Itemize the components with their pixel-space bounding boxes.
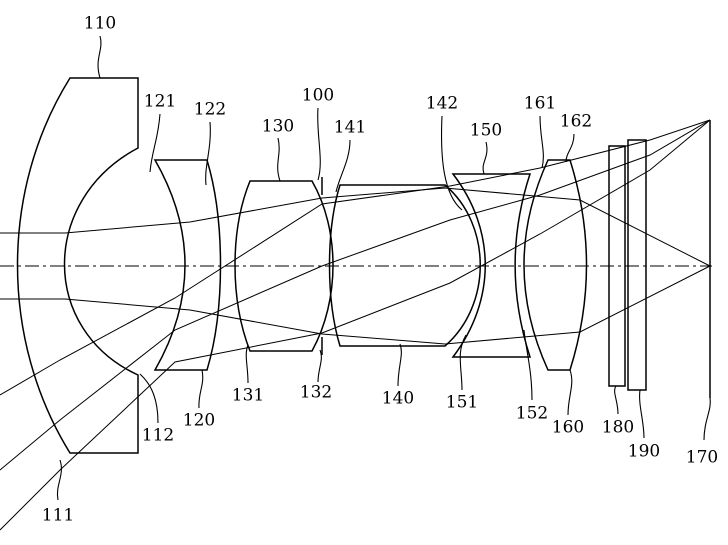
leader-161 bbox=[539, 115, 544, 169]
label-190: 190 bbox=[628, 442, 660, 462]
label-180: 180 bbox=[602, 418, 634, 438]
label-130: 130 bbox=[262, 117, 294, 137]
leader-112 bbox=[139, 373, 159, 424]
leader-132 bbox=[317, 349, 322, 383]
lens-120 bbox=[153, 159, 222, 371]
leader-151 bbox=[459, 334, 467, 391]
lens-150 bbox=[451, 173, 532, 358]
leader-110 bbox=[97, 35, 102, 79]
axial-ray-upper bbox=[0, 187, 711, 267]
leader-100 bbox=[317, 107, 321, 181]
leader-141 bbox=[335, 139, 351, 193]
label-112: 112 bbox=[142, 426, 174, 446]
label-131: 131 bbox=[232, 386, 264, 406]
label-111: 111 bbox=[42, 506, 74, 526]
label-151: 151 bbox=[446, 393, 478, 413]
leader-170 bbox=[703, 397, 711, 441]
label-141: 141 bbox=[334, 118, 366, 138]
label-161: 161 bbox=[524, 94, 556, 114]
leader-122 bbox=[205, 121, 211, 186]
field-ray-lower bbox=[0, 119, 711, 531]
leader-190 bbox=[639, 389, 645, 439]
label-150: 150 bbox=[470, 121, 502, 141]
label-160: 160 bbox=[552, 418, 584, 438]
filter-180 bbox=[608, 145, 626, 387]
label-100: 100 bbox=[302, 86, 334, 106]
leader-120 bbox=[198, 369, 204, 409]
leader-152 bbox=[523, 329, 533, 401]
label-132: 132 bbox=[300, 383, 332, 403]
lens-140 bbox=[328, 184, 481, 347]
label-162: 162 bbox=[560, 112, 592, 132]
leader-140 bbox=[397, 343, 402, 387]
leader-150 bbox=[482, 141, 488, 175]
field-ray-chief bbox=[0, 119, 711, 471]
axial-ray-lower bbox=[0, 265, 711, 345]
leader-160 bbox=[567, 369, 573, 416]
field-ray-upper bbox=[0, 119, 711, 396]
label-142: 142 bbox=[426, 94, 458, 114]
label-110: 110 bbox=[84, 14, 116, 34]
leader-131 bbox=[245, 344, 249, 384]
label-121: 121 bbox=[144, 92, 176, 112]
label-152: 152 bbox=[516, 404, 548, 424]
lens-110 bbox=[16, 77, 139, 454]
leader-162 bbox=[565, 133, 575, 163]
leader-111 bbox=[56, 459, 62, 501]
leader-142 bbox=[441, 115, 463, 211]
lens-130 bbox=[234, 180, 334, 352]
label-170: 170 bbox=[686, 448, 718, 468]
leader-180 bbox=[614, 385, 619, 415]
lens-160 bbox=[523, 159, 588, 371]
label-120: 120 bbox=[183, 411, 215, 431]
label-122: 122 bbox=[194, 100, 226, 120]
leader-121 bbox=[149, 113, 161, 173]
label-140: 140 bbox=[382, 389, 414, 409]
cover-glass-190 bbox=[627, 139, 647, 391]
leader-130 bbox=[277, 137, 281, 182]
